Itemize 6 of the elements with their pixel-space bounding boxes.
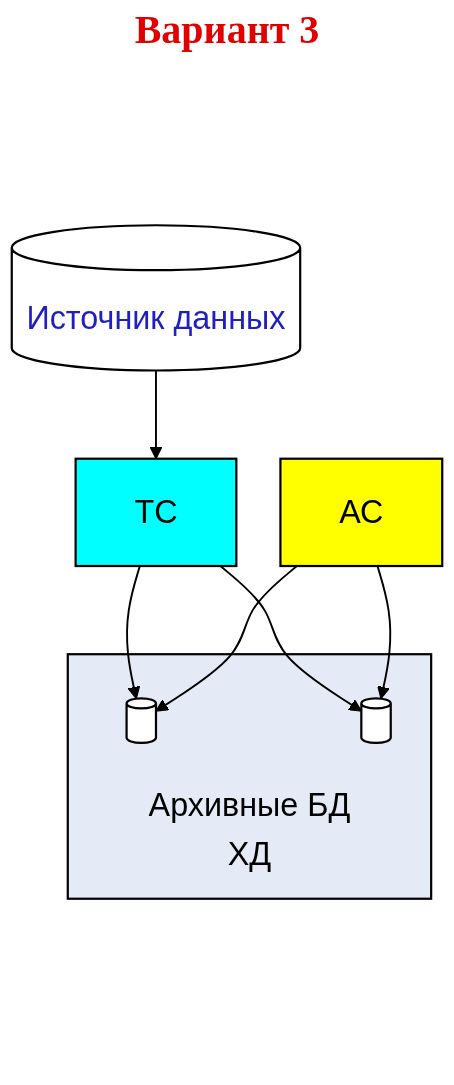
cluster: Архивные БД ХД xyxy=(66,653,433,900)
node-cylinder xyxy=(360,697,392,744)
node-cylinder xyxy=(125,697,158,744)
node-box: ТС xyxy=(74,457,238,568)
node-box: АС xyxy=(279,457,444,568)
diagram-title: Вариант 3 xyxy=(133,6,321,53)
